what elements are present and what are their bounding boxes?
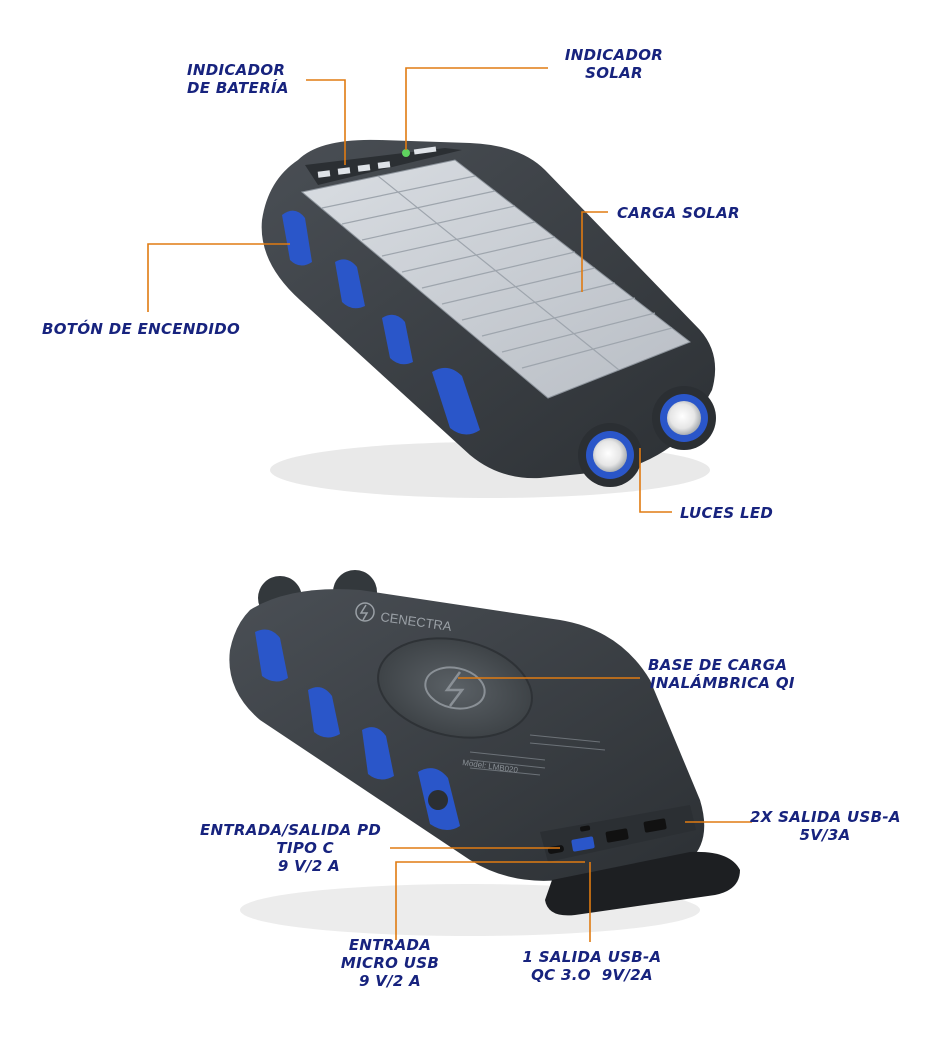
lightning-icon (444, 671, 465, 707)
solar-panel (300, 159, 692, 399)
label-pd-port: ENTRADA/SALIDA PD TIPO C 9 V/2 A (200, 821, 382, 875)
bumper-4 (432, 367, 480, 435)
leader-solar-indicator (405, 67, 548, 150)
leader-led (639, 448, 672, 513)
battery-led-50 (337, 167, 351, 175)
bumper-2 (335, 259, 365, 309)
flashlight-hole (428, 790, 448, 810)
micro-usb-port (580, 825, 591, 832)
label-micro-usb: ENTRADA MICRO USB 9 V/2 A (340, 936, 440, 990)
spec-text-block (469, 734, 606, 776)
battery-led-25 (317, 170, 331, 178)
leader-lines (147, 67, 752, 942)
usb-a-port-1 (605, 828, 629, 843)
usb-a-port-2 (643, 818, 667, 833)
label-usb-a-qc: 1 SALIDA USB-A QC 3.O 9V/2A (522, 948, 662, 984)
solar-indicator-mark (413, 146, 437, 155)
solar-indicator-led (402, 149, 410, 157)
battery-led-100 (377, 161, 391, 169)
usb-a-qc-port (571, 836, 595, 852)
led-lens-right (667, 401, 701, 435)
label-power-button: BOTÓN DE ENCENDIDO (42, 320, 241, 338)
power-button (282, 210, 312, 266)
battery-led-indicators (317, 161, 391, 178)
battery-led-75 (357, 164, 371, 172)
power-bank-front (261, 139, 716, 498)
label-solar-indicator: INDICADOR SOLAR (564, 46, 664, 82)
bumper-3 (382, 314, 413, 365)
leader-power-button (147, 243, 290, 312)
label-wireless-base: BASE DE CARGA INALÁMBRICA QI (648, 656, 795, 692)
label-battery-indicator: INDICADOR DE BATERÍA (187, 61, 289, 97)
power-bank-back: CENECTRA Model: LMB020 (229, 570, 740, 936)
solar-panel-grid (321, 175, 673, 371)
led-lens-left (593, 438, 627, 472)
label-usb-a-dual: 2X SALIDA USB-A 5V/3A (750, 808, 901, 844)
label-solar-charge: CARGA SOLAR (617, 204, 740, 222)
leader-battery (306, 79, 346, 165)
wireless-charging-pad (377, 637, 533, 739)
led-lights (578, 386, 716, 487)
leader-solar-charge (581, 211, 608, 292)
port-cover-flap (545, 851, 740, 916)
side-bumpers (282, 210, 480, 435)
label-led-lights: LUCES LED (680, 504, 774, 522)
leader-micro-usb (395, 861, 585, 940)
